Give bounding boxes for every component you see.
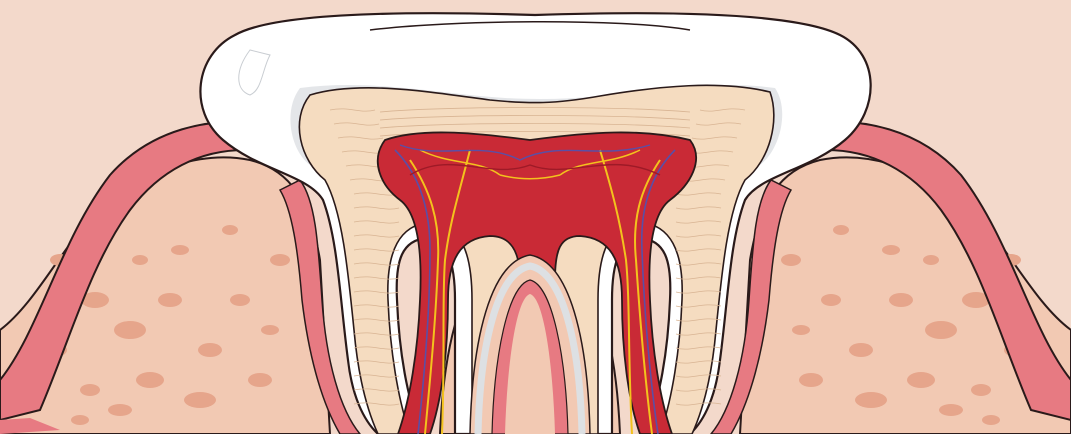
bone-pore: [971, 384, 991, 396]
bone-pore: [925, 321, 957, 339]
bone-pore: [799, 373, 823, 387]
bone-pore: [907, 372, 935, 388]
pulp-icon: [378, 132, 696, 434]
bone-pore: [982, 415, 1000, 425]
bone-pore: [855, 392, 887, 408]
bone-pore: [889, 293, 913, 307]
bone-pore: [792, 325, 810, 335]
bone-pore: [882, 245, 900, 255]
bone-pore: [923, 255, 939, 265]
bone-pore: [821, 294, 841, 306]
bone-pore: [939, 404, 963, 416]
bone-pore: [833, 225, 849, 235]
bone-pore: [781, 254, 801, 266]
bone-pore: [849, 343, 873, 357]
